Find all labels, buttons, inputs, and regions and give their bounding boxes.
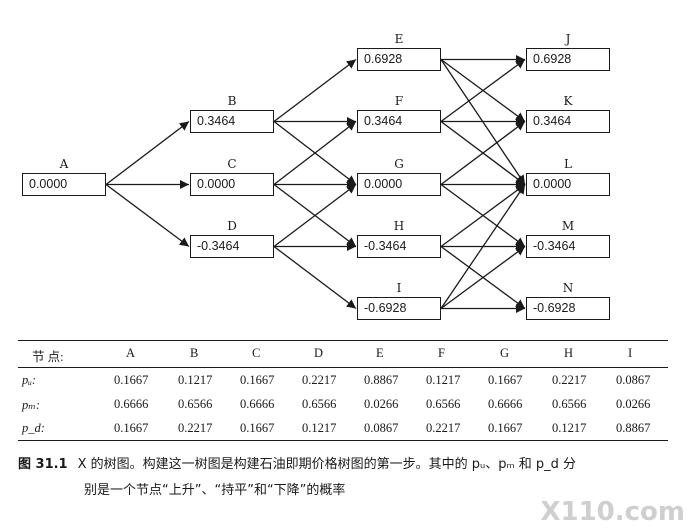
table-cell: 0.1667 bbox=[114, 373, 149, 387]
table-cell: 0.1667 bbox=[488, 421, 523, 435]
edge-C-F bbox=[273, 120, 357, 186]
node-L-value: 0.0000 bbox=[526, 173, 610, 196]
edge-H-L bbox=[440, 183, 526, 248]
table-cell: 0.1667 bbox=[240, 421, 275, 435]
node-N-value: -0.6928 bbox=[526, 297, 610, 320]
table-cell: 0.6566 bbox=[426, 397, 461, 411]
table-cell: 0.1217 bbox=[302, 421, 337, 435]
node-B-value: 0.3464 bbox=[190, 110, 274, 133]
table-cell: 0.1667 bbox=[488, 373, 523, 387]
table-row-label: pₘ: bbox=[22, 398, 41, 412]
table-header-row: 节 点: A B C D E F G H I bbox=[18, 341, 668, 368]
edge-D-G bbox=[273, 183, 357, 248]
node-H-label: H bbox=[393, 219, 405, 233]
node-I-label: I bbox=[396, 281, 402, 295]
tree-edges bbox=[105, 54, 526, 314]
table-cell: 0.1217 bbox=[178, 373, 213, 387]
table-column-header: B bbox=[190, 346, 199, 360]
table-row-pd: p_d: 0.1667 0.2217 0.1667 0.1217 0.0867 0.221… bbox=[18, 416, 668, 440]
node-L-label: L bbox=[564, 157, 572, 171]
table-cell: 0.6666 bbox=[240, 397, 275, 411]
table-row-pm: pₘ: 0.6666 0.6566 0.6666 0.6566 0.0266 0.6566… bbox=[18, 392, 668, 416]
table-column-header: A bbox=[126, 346, 136, 360]
table-row-pu: pᵤ: 0.1667 0.1217 0.1667 0.2217 0.8867 0.1217… bbox=[18, 368, 668, 392]
node-G-label: G bbox=[394, 157, 404, 171]
table-cell: 0.6566 bbox=[178, 397, 213, 411]
table-cell: 0.6566 bbox=[302, 397, 337, 411]
node-C-value: 0.0000 bbox=[190, 173, 274, 196]
site-watermark: X110.com bbox=[540, 497, 685, 527]
figure-number: 图 31.1 bbox=[18, 457, 68, 472]
figure-caption: 图 31.1 X 的树图。构建这一树图是构建石油即期价格树图的第一步。其中的 pᵤ… bbox=[18, 452, 678, 504]
node-C-label: C bbox=[227, 157, 237, 171]
table-header-label: 节 点: bbox=[32, 350, 64, 364]
node-B-label: B bbox=[227, 94, 237, 108]
node-F-label: F bbox=[394, 94, 404, 108]
probability-table: 节 点: A B C D E F G H I pᵤ: 0.1667 0.1217 0.1667 0.2… bbox=[18, 340, 668, 441]
table-column-header: E bbox=[376, 346, 384, 360]
table-cell: 0.2217 bbox=[426, 421, 461, 435]
node-D-label: D bbox=[227, 219, 237, 233]
node-E-label: E bbox=[394, 32, 404, 46]
node-H-value: -0.3464 bbox=[357, 235, 441, 258]
table-column-header: F bbox=[438, 346, 445, 360]
caption-line-1: X 的树图。构建这一树图是构建石油即期价格树图的第一步。其中的 pᵤ、pₘ 和 … bbox=[77, 457, 577, 472]
table-cell: 0.1217 bbox=[426, 373, 461, 387]
table-column-header: I bbox=[628, 346, 633, 360]
node-I-value: -0.6928 bbox=[357, 297, 441, 320]
node-K-value: 0.3464 bbox=[526, 110, 610, 133]
table-cell: 0.2217 bbox=[178, 421, 213, 435]
node-J-value: 0.6928 bbox=[526, 48, 610, 71]
node-A-value: 0.0000 bbox=[22, 173, 106, 196]
table-cell: 0.0266 bbox=[364, 397, 399, 411]
table-cell: 0.6666 bbox=[488, 397, 523, 411]
node-M-value: -0.3464 bbox=[526, 235, 610, 258]
node-E-value: 0.6928 bbox=[357, 48, 441, 71]
table-cell: 0.6566 bbox=[552, 397, 587, 411]
table-cell: 0.2217 bbox=[302, 373, 337, 387]
table-row-label: pᵤ: bbox=[22, 373, 37, 387]
table-cell: 0.1217 bbox=[552, 421, 587, 435]
edge-D-I bbox=[273, 245, 357, 310]
table-cell: 0.0867 bbox=[616, 373, 651, 387]
table-cell: 0.0867 bbox=[364, 421, 399, 435]
node-N-label: N bbox=[562, 281, 574, 295]
table-column-header: H bbox=[564, 346, 574, 360]
table-cell: 0.1667 bbox=[114, 421, 149, 435]
table-cell: 0.1667 bbox=[240, 373, 275, 387]
table-cell: 0.8867 bbox=[364, 373, 399, 387]
node-M-label: M bbox=[561, 219, 575, 233]
edge-A-B bbox=[105, 120, 190, 186]
node-J-label: J bbox=[565, 32, 571, 46]
edge-G-K bbox=[440, 120, 526, 186]
table-cell: 0.6666 bbox=[114, 397, 149, 411]
table-column-header: D bbox=[314, 346, 324, 360]
table-row-label: p_d: bbox=[22, 421, 45, 435]
edge-A-D bbox=[105, 183, 190, 248]
node-A-label: A bbox=[59, 157, 69, 171]
edge-F-J bbox=[440, 58, 526, 123]
edge-B-E bbox=[273, 58, 357, 123]
table-cell: 0.8867 bbox=[616, 421, 651, 435]
node-F-value: 0.3464 bbox=[357, 110, 441, 133]
table-cell: 0.0266 bbox=[616, 397, 651, 411]
node-K-label: K bbox=[563, 94, 573, 108]
table-cell: 0.2217 bbox=[552, 373, 587, 387]
edge-I-L bbox=[440, 184, 526, 309]
table-column-header: C bbox=[252, 346, 261, 360]
table-column-header: G bbox=[500, 346, 510, 360]
node-D-value: -0.3464 bbox=[190, 235, 274, 258]
node-G-value: 0.0000 bbox=[357, 173, 441, 196]
caption-line-2: 别是一个节点“上升”、“持平”和“下降”的概率 bbox=[84, 483, 346, 498]
edge-I-M bbox=[440, 245, 526, 310]
